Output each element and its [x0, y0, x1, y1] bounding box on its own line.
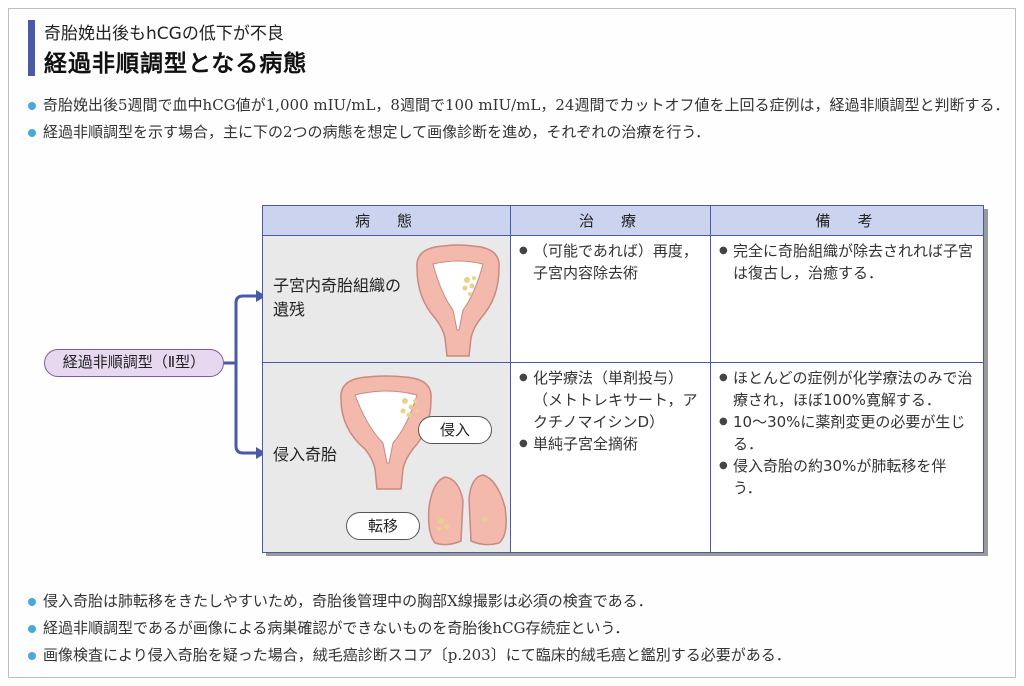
uterus-residual-illustration — [416, 244, 500, 357]
type-ii-pill: 経過非順調型（Ⅱ型） — [44, 349, 224, 377]
uterus-invasive-illustration — [340, 375, 432, 490]
condition-label-invasive: 侵入奇胎 — [273, 445, 338, 464]
treatment-cell-residual: （可能であれば）再度，子宮内容除去術 — [510, 235, 711, 363]
table-header-row: 病 態 治 療 備 考 — [262, 205, 984, 236]
arrow-head-icon — [256, 290, 266, 302]
notes-item: 10〜30%に薬剤変更の必要が生じる． — [719, 411, 975, 455]
table-row: 子宮内奇胎組織の 遺残 （可能であれば）再度， — [262, 235, 984, 363]
summary-bullet-list: 侵入奇胎は肺転移をきたしやすいため，奇胎後管理中の胸部X線撮影は必須の検査である… — [26, 588, 1011, 669]
summary-bullet: 侵入奇胎は肺転移をきたしやすいため，奇胎後管理中の胸部X線撮影は必須の検査である… — [26, 588, 1011, 615]
bullet-dot-icon — [28, 129, 36, 137]
bullet-dot-icon — [28, 652, 36, 660]
arrow-to-invasive — [234, 363, 258, 455]
intro-bullet: 奇胎娩出後5週間で血中hCG値が1,000 mIU/mL，8週間で100 mIU… — [26, 92, 1011, 119]
notes-item: 侵入奇胎の約30%が肺転移を伴う． — [719, 455, 975, 499]
header-notes: 備 考 — [710, 205, 984, 236]
condition-table: 病 態 治 療 備 考 子宮内奇胎組織の 遺残 — [262, 205, 984, 553]
condition-cell-residual: 子宮内奇胎組織の 遺残 — [262, 235, 511, 363]
header-treatment: 治 療 — [510, 205, 711, 236]
notes-cell-invasive: ほとんどの症例が化学療法のみで治療され，ほぼ100%寛解する． 10〜30%に薬… — [710, 362, 984, 553]
treatment-cell-invasive: 化学療法（単剤投与）（メトトレキサート，アクチノマイシンD） 単純子宮全摘術 — [510, 362, 711, 553]
summary-bullet: 画像検査により侵入奇胎を疑った場合，絨毛癌診断スコア〔p.203〕にて臨床的絨毛… — [26, 642, 1011, 669]
treatment-item: 単純子宮全摘術 — [519, 433, 702, 455]
intro-bullet: 経過非順調型を示す場合，主に下の2つの病態を想定して画像診断を進め，それぞれの治… — [26, 119, 1011, 146]
treatment-item: （可能であれば）再度，子宮内容除去術 — [519, 240, 702, 284]
metastasis-callout: 転移 — [346, 512, 420, 540]
notes-cell-residual: 完全に奇胎組織が除去されれば子宮は復古し，治癒する． — [710, 235, 984, 363]
bullet-dot-icon — [28, 598, 36, 606]
header-accent-bar — [28, 20, 35, 76]
table-row: 侵入奇胎 — [262, 362, 984, 553]
notes-item: 完全に奇胎組織が除去されれば子宮は復古し，治癒する． — [719, 240, 975, 284]
condition-label-residual: 子宮内奇胎組織の 遺残 — [273, 276, 402, 319]
condition-table-wrap: 病 態 治 療 備 考 子宮内奇胎組織の 遺残 — [262, 205, 988, 556]
bullet-dot-icon — [28, 102, 36, 110]
notes-item: ほとんどの症例が化学療法のみで治療され，ほぼ100%寛解する． — [719, 367, 975, 411]
intro-bullet-list: 奇胎娩出後5週間で血中hCG値が1,000 mIU/mL，8週間で100 mIU… — [26, 92, 1011, 146]
summary-bullet: 経過非順調型であるが画像による病巣確認ができないものを奇胎後hCG存続症という． — [26, 615, 1011, 642]
treatment-item: 化学療法（単剤投与）（メトトレキサート，アクチノマイシンD） — [519, 367, 702, 433]
invasion-callout: 侵入 — [418, 416, 492, 444]
lung-metastasis-illustration — [427, 474, 507, 546]
arrow-to-residual — [224, 294, 258, 365]
bullet-dot-icon — [28, 625, 36, 633]
section-subtitle: 奇胎娩出後もhCGの低下が不良 — [44, 24, 284, 44]
header-condition: 病 態 — [262, 205, 511, 236]
arrow-head-icon — [256, 447, 266, 459]
section-title: 経過非順調型となる病態 — [44, 50, 308, 77]
